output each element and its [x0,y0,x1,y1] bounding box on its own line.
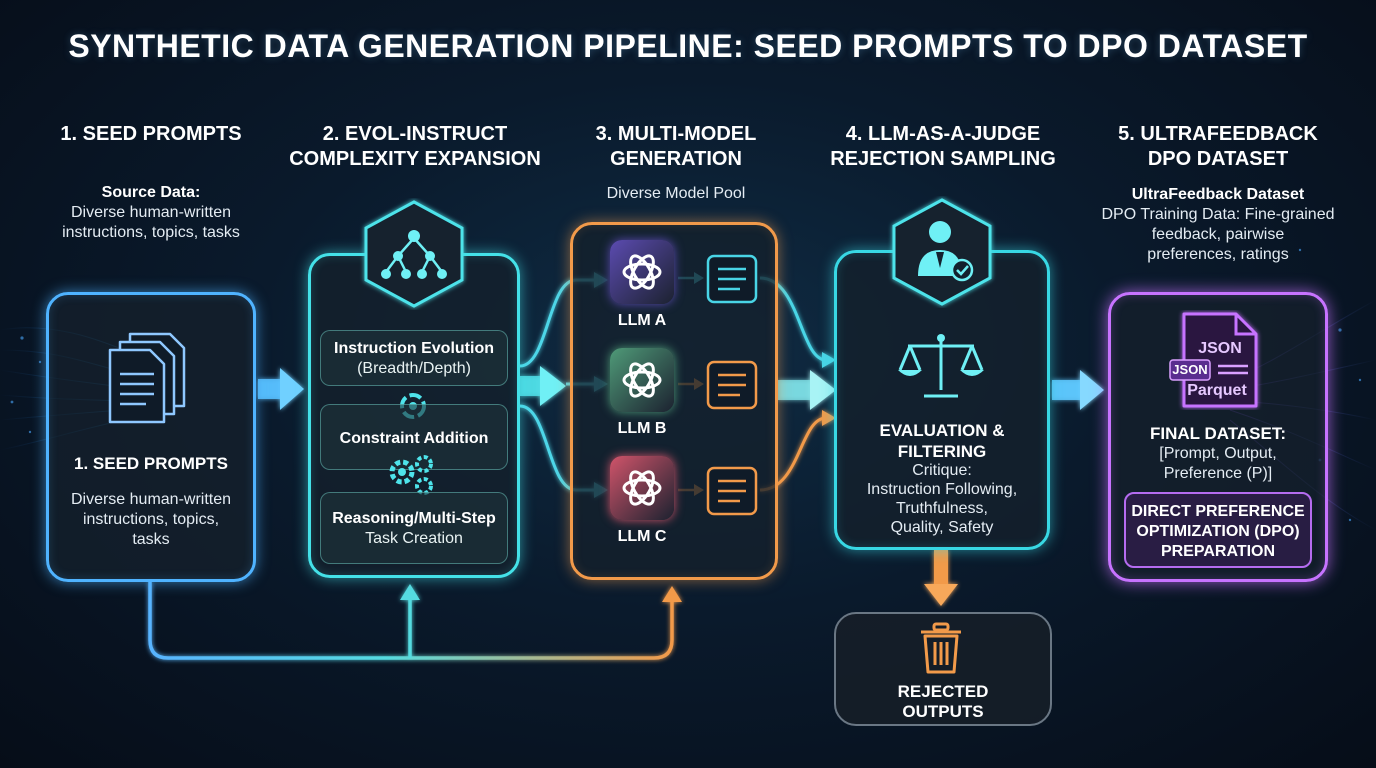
stage5-sub-line: feedback, pairwise [1151,226,1285,243]
step-text: (Breadth/Depth) [357,360,471,377]
stage1-sub-bold: Source Data: [101,184,201,201]
dpo-preparation-box: DIRECT PREFERENCE OPTIMIZATION (DPO) PRE… [1124,492,1312,568]
stage1-panel-line: tasks [132,531,170,548]
documents-icon [108,332,186,424]
model-knot-icon [622,254,662,290]
stage4-panel-title-line: FILTERING [897,442,987,461]
output-doc-icon [706,254,758,304]
stage2-heading-line: COMPLEXITY EXPANSION [289,148,541,170]
stage1-heading-line: 1. SEED PROMPTS [60,123,242,145]
stage1-sub-line: instructions, topics, tasks [62,224,240,241]
llm-c-label: LLM C [617,528,667,545]
stage1-panel-line: Diverse human-written [70,491,232,508]
stage4-heading-line: 4. LLM-AS-A-JUDGE [845,123,1041,145]
rejected-outputs-label: REJECTED OUTPUTS [836,682,1050,722]
llm-a-tile [610,240,674,304]
stage5-sub-line: preferences, ratings [1147,246,1289,263]
arrow-stage3-to-stage4 [778,370,836,410]
stage4-panel-line: Quality, Safety [890,519,994,536]
step-title: Constraint Addition [339,430,489,447]
step-title: Instruction Evolution [334,340,494,357]
dataset-file-icon [1169,312,1258,408]
stage5-heading-line: 5. ULTRAFEEDBACK [1118,123,1318,145]
step-text: Task Creation [365,530,463,547]
gears-icon [389,455,433,495]
llm-a-label: LLM A [617,312,667,329]
stage5-heading: 5. ULTRAFEEDBACK DPO DATASET [1090,122,1346,172]
stage3-heading-line: GENERATION [610,148,742,170]
stage5-subtitle: UltraFeedback Dataset DPO Training Data:… [1082,185,1354,265]
model-knot-icon [622,470,662,506]
output-doc-icon [706,360,758,410]
judge-icon [892,198,992,306]
stage5-sub-line: DPO Training Data: Fine-grained [1101,206,1335,223]
llm-c-tile [610,456,674,520]
stage3-subtitle: Diverse Model Pool [606,185,746,202]
stage2-heading: 2. EVOL-INSTRUCT COMPLEXITY EXPANSION [284,122,546,172]
stage4-panel-title: EVALUATION & FILTERING [836,420,1048,462]
stage4-panel-line: Instruction Following, [866,481,1018,498]
dpo-line: OPTIMIZATION (DPO) [1136,523,1300,540]
file-label-parquet: Parquet [1187,382,1247,399]
file-label-json-tag: JSON [1172,362,1208,377]
stage1-subtitle: Source Data: Diverse human-written instr… [26,183,276,243]
stage4-panel-title-line: EVALUATION & [879,421,1005,440]
step-reasoning-multistep: Reasoning/Multi-Step Task Creation [320,492,508,564]
stage1-heading: 1. SEED PROMPTS [26,122,276,147]
dpo-line: DIRECT PREFERENCE [1131,503,1305,520]
stage4-panel-line: Truthfulness, [896,500,988,517]
stage1-panel-text: Diverse human-written instructions, topi… [50,490,252,550]
stage4-heading: 4. LLM-AS-A-JUDGE REJECTION SAMPLING [818,122,1068,172]
llm-b-label: LLM B [617,420,667,437]
arrow-stage1-to-stage2 [258,368,304,410]
stage5-heading-line: DPO DATASET [1147,148,1289,170]
stage4-panel-line: Critique: [912,462,972,479]
stage5-panel-line: [Prompt, Output, [1159,445,1277,462]
output-doc-icon [706,466,758,516]
arrow-judge-to-rejected [924,550,958,606]
page-title: SYNTHETIC DATA GENERATION PIPELINE: SEED… [68,28,1308,64]
feedback-loop-arrow [148,582,682,660]
stage5-sub-bold: UltraFeedback Dataset [1131,186,1305,203]
stage3-heading-line: 3. MULTI-MODEL [595,123,757,145]
stage4-panel-text: Critique: Instruction Following, Truthfu… [836,461,1048,537]
dpo-line: PREPARATION [1160,543,1276,560]
stage4-heading-line: REJECTION SAMPLING [830,148,1056,170]
stage1-panel-title: 1. SEED PROMPTS [74,454,228,473]
hierarchy-tree-icon [364,200,464,308]
model-knot-icon [622,362,662,398]
step-title: Reasoning/Multi-Step [332,510,496,527]
scales-icon [898,334,984,398]
rejected-line: OUTPUTS [902,702,984,721]
step-instruction-evolution: Instruction Evolution (Breadth/Depth) [320,330,508,386]
llm-b-tile [610,348,674,412]
stage1-sub-line: Diverse human-written [70,204,232,221]
step-constraint-addition: Constraint Addition [320,404,508,470]
trash-icon [921,622,961,674]
file-label-json-main: JSON [1198,340,1242,357]
stage3-heading: 3. MULTI-MODEL GENERATION [556,122,796,172]
stage2-heading-line: 2. EVOL-INSTRUCT [322,123,508,145]
arrow-stage4-to-stage5 [1052,370,1104,410]
stage5-panel-text: [Prompt, Output, Preference (P)] [1112,444,1324,484]
arrow-stage2-to-stage3 [520,366,566,406]
stage5-panel-title: FINAL DATASET: [1150,424,1286,443]
stage1-panel-line: instructions, topics, [82,511,220,528]
stage5-panel-line: Preference (P)] [1163,465,1273,482]
rejected-line: REJECTED [897,682,989,701]
